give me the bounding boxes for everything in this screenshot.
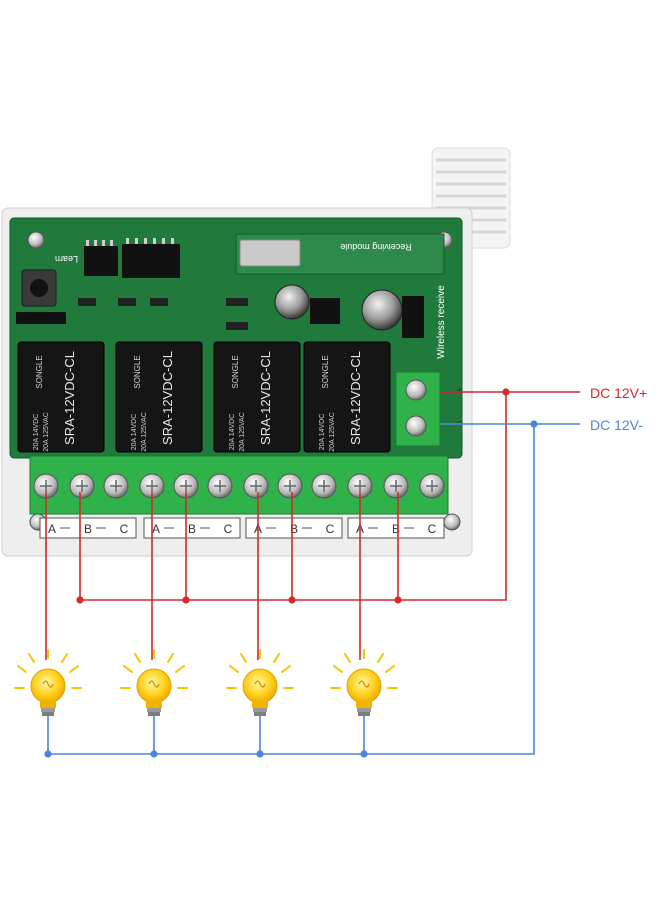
terminal-screw-icon (277, 473, 303, 499)
output-terminal-block (29, 455, 449, 515)
lamp-group (14, 649, 398, 716)
relay-model-label: SRA-12VDC-CL (258, 351, 273, 445)
channel-label-group: A B C (39, 517, 137, 539)
relay-rating-label: 20A 14VDC (131, 414, 138, 451)
terminal-screw-icon (419, 473, 445, 499)
terminal-screw-icon (243, 473, 269, 499)
terminal-letter-label: C (428, 522, 437, 536)
junction-dot (288, 596, 296, 604)
power-terminal-plus-label: + (456, 383, 463, 397)
relay-model-label: SRA-12VDC-CL (160, 351, 175, 445)
junction-dot (150, 750, 158, 758)
terminal-letter-label: A (48, 522, 56, 536)
terminal-screw-icon (383, 473, 409, 499)
light-bulb-icon (120, 649, 188, 716)
relay-rating-label: 20A 125VAC (329, 412, 336, 452)
wiring (44, 388, 580, 758)
common-bus-wire (80, 392, 507, 601)
power-terminal-minus-label: − (456, 415, 463, 429)
receiving-module-label: Receiving module (340, 242, 412, 252)
light-bulb-icon (226, 649, 294, 716)
output-terminals (33, 473, 445, 499)
channel-label-group: A B C (143, 517, 241, 539)
mounting-screw-icon (443, 513, 461, 531)
terminal-screw-icon (311, 473, 337, 499)
terminal-letter-label: B (84, 522, 92, 536)
relay-rating-label: 20A 125VAC (141, 412, 148, 452)
relay-brand-label: SONGLE (133, 355, 142, 388)
receiving-module (235, 233, 445, 275)
learn-label: Learn (55, 254, 78, 264)
learn-button (21, 269, 57, 307)
relay-brand-label: SONGLE (321, 355, 330, 388)
terminal-letter-label: C (326, 522, 335, 536)
relay-rating-label: 20A 125VAC (239, 412, 246, 452)
relay-brand-label: SONGLE (231, 355, 240, 388)
ic-chips (16, 238, 424, 338)
light-bulb-icon (330, 649, 398, 716)
wireless-receive-label: Wireless receive (436, 285, 447, 359)
junction-dot (44, 750, 52, 758)
capacitor-icon (361, 289, 403, 331)
capacitor-icon (274, 284, 310, 320)
terminal-screw-icon (173, 473, 199, 499)
relay-rating-label: 20A 14VDC (33, 414, 40, 451)
terminal-letter-label: B (392, 522, 400, 536)
junction-dot (360, 750, 368, 758)
power-terminal (395, 371, 441, 447)
dc-positive-label: DC 12V+ (590, 385, 647, 401)
junction-dot (394, 596, 402, 604)
terminal-letter-label: B (290, 522, 298, 536)
light-bulb-icon (14, 649, 82, 716)
terminal-screw-icon (69, 473, 95, 499)
relay-model-label: SRA-12VDC-CL (348, 351, 363, 445)
junction-dot (256, 750, 264, 758)
terminal-screw-icon (139, 473, 165, 499)
relay-rating-label: 20A 14VDC (229, 414, 236, 451)
terminal-screw-icon (103, 473, 129, 499)
terminal-letter-label: C (120, 522, 129, 536)
junction-dot (530, 420, 538, 428)
terminal-letter-label: C (224, 522, 233, 536)
relay-rating-label: 20A 125VAC (43, 412, 50, 452)
junction-dot (502, 388, 510, 396)
junction-dot (182, 596, 190, 604)
dc-negative-label: DC 12V- (590, 417, 643, 433)
relay-rating-label: 20A 14VDC (319, 414, 326, 451)
terminal-letter-label: A (152, 522, 160, 536)
terminal-screw-icon (347, 473, 373, 499)
terminal-screw-icon (207, 473, 233, 499)
return-bus-wire (48, 424, 535, 755)
relay-brand-label: SONGLE (35, 355, 44, 388)
mounting-screw-icon (27, 231, 45, 249)
junction-dot (76, 596, 84, 604)
relay-model-label: SRA-12VDC-CL (62, 351, 77, 445)
terminal-letter-label: B (188, 522, 196, 536)
